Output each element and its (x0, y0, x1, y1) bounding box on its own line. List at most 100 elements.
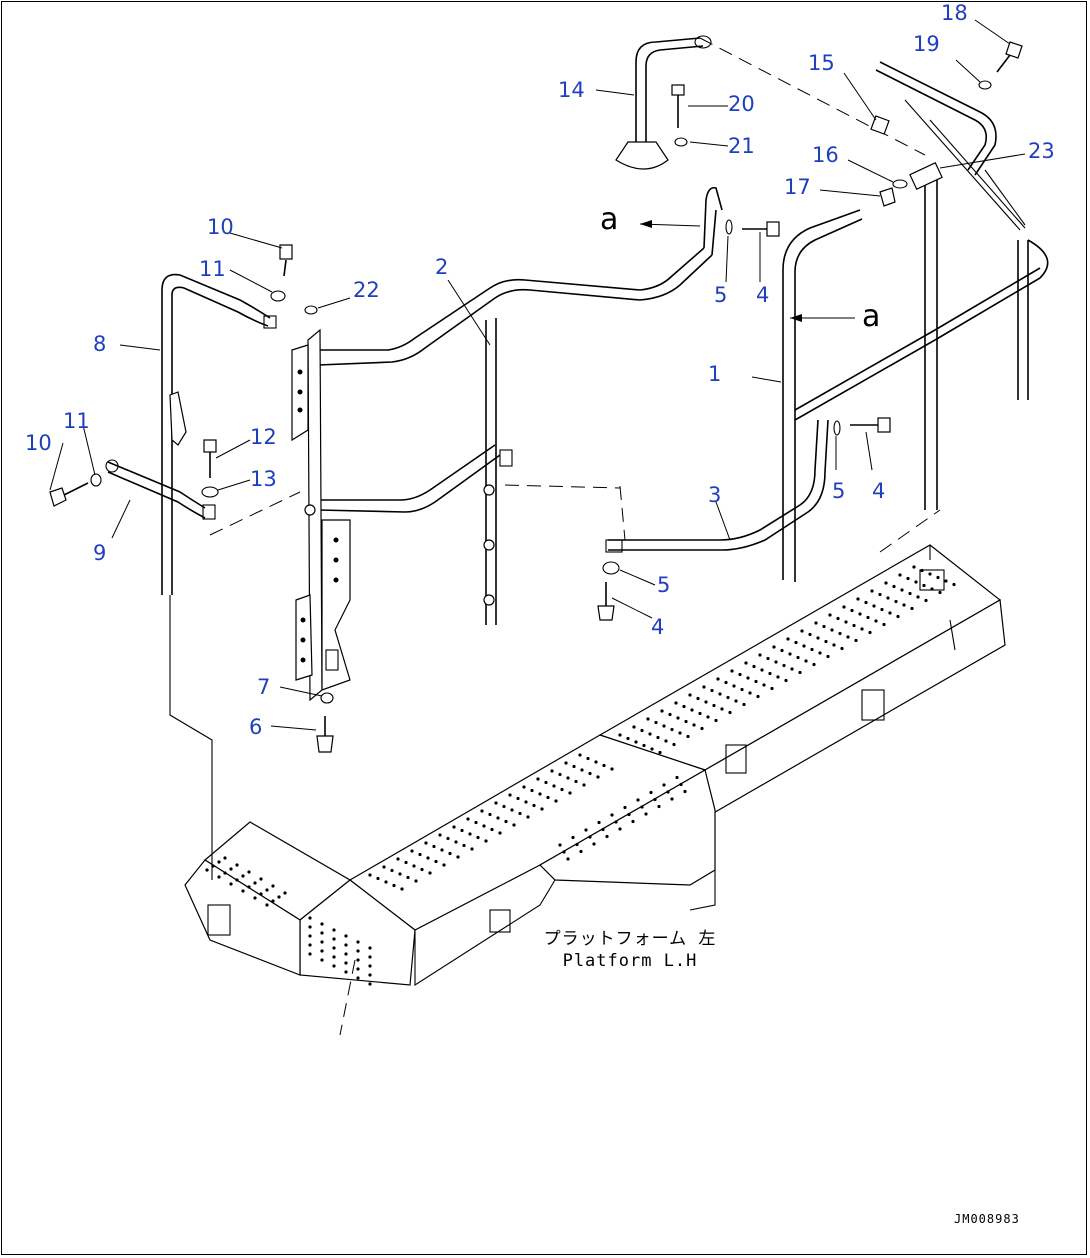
perforation-dot (368, 964, 372, 968)
perforation-dot (356, 967, 360, 971)
perforation-dot (724, 680, 728, 685)
perforation-dot (308, 916, 312, 920)
perforation-dot (884, 581, 888, 585)
perforation-dot (562, 850, 566, 854)
platform-perforations (205, 565, 956, 986)
perforation-dot (822, 624, 826, 629)
perforation-dot (610, 813, 614, 817)
perforation-dot (666, 790, 670, 794)
perforation-dot (802, 644, 806, 648)
fasteners (49, 41, 1023, 753)
perforation-dot (894, 599, 898, 604)
perforation-dot (474, 820, 478, 825)
callout-8: 8 (93, 332, 107, 356)
callout-21: 21 (728, 134, 755, 158)
perforation-dot (368, 873, 372, 877)
perforation-dot (550, 769, 554, 773)
callout-4-upper: 4 (756, 283, 770, 307)
platform-deck-left-side (184, 859, 301, 976)
platform-lh (184, 544, 1006, 1036)
perforation-dot (656, 735, 660, 740)
callout-4-middle: 4 (872, 479, 886, 503)
perforation-dot (632, 725, 636, 729)
perforation-dot (476, 835, 480, 840)
perforation-dot (217, 860, 221, 864)
perforation-dot (259, 892, 263, 896)
perforation-dot (217, 875, 221, 879)
part-14-post (615, 35, 712, 170)
perforation-dot (672, 742, 676, 747)
perforation-dot (679, 782, 683, 787)
perforation-dot (740, 687, 744, 692)
perforation-dot (229, 867, 233, 871)
callout-22: 22 (353, 278, 380, 302)
perforation-dot (462, 843, 466, 848)
perforation-dot (916, 595, 920, 599)
perforation-dot (332, 955, 336, 959)
perforation-dot (856, 597, 860, 601)
perforation-dot (592, 842, 596, 846)
perforation-dot (944, 579, 948, 583)
perforation-dot (368, 946, 372, 950)
perforation-dot (710, 688, 714, 693)
perforation-dot (512, 823, 516, 827)
perforation-dot (332, 937, 336, 941)
perforation-dot (466, 817, 470, 821)
perforation-dot (658, 750, 662, 755)
perforation-dot (798, 670, 802, 675)
perforation-dot (618, 733, 622, 737)
perforation-dot (690, 708, 694, 712)
perforation-dot (580, 768, 584, 772)
perforation-dot (830, 628, 834, 632)
perforation-dot (906, 576, 910, 581)
perforation-dot (610, 767, 614, 771)
perforation-dot (682, 704, 686, 709)
perforation-dot (850, 608, 854, 613)
perforation-dot (844, 620, 848, 624)
perforation-dot (910, 606, 914, 611)
perforation-dot (882, 622, 886, 627)
perforation-dot (742, 702, 746, 707)
bolt-20 (671, 84, 688, 147)
perforation-dot (814, 621, 818, 625)
perforation-dot (748, 691, 752, 695)
perforation-dot (446, 836, 450, 841)
perforation-dot (930, 587, 934, 591)
perforation-dot (432, 844, 436, 849)
perforation-dot (824, 639, 828, 644)
perforation-dot (922, 583, 926, 588)
reference-mark-a-right: a (862, 299, 881, 334)
perforation-dot (368, 973, 372, 977)
perforation-dot (786, 637, 790, 641)
perforation-dot (508, 793, 512, 797)
perforation-dot (706, 715, 710, 719)
perforation-dot (784, 678, 788, 683)
perforation-dot (670, 727, 674, 732)
perforation-dot (428, 871, 432, 875)
perforation-dot (392, 883, 396, 888)
perforation-dot (752, 664, 756, 669)
perforation-dot (404, 860, 408, 865)
callout-18: 18 (941, 1, 968, 25)
perforation-dot (320, 958, 324, 962)
perforation-dot (920, 568, 924, 573)
perforation-dot (796, 655, 800, 660)
perforation-dot (664, 739, 668, 743)
perforation-dot (602, 763, 606, 768)
perforation-dot (320, 931, 324, 935)
perforation-dot (376, 876, 380, 881)
platform-label: プラットフォーム 左 Platform L.H (520, 928, 740, 972)
perforation-dot (668, 712, 672, 717)
perforation-dot (382, 865, 386, 869)
perforation-dot (538, 792, 542, 796)
perforation-dot (716, 677, 720, 681)
perforation-dot (730, 669, 734, 673)
perforation-dot (468, 832, 472, 836)
perforation-dot (532, 803, 536, 808)
perforation-dot (396, 857, 400, 861)
perforation-dot (308, 943, 312, 947)
callout-2: 2 (435, 255, 449, 279)
perforation-dot (675, 775, 679, 780)
perforation-dot (698, 711, 702, 716)
